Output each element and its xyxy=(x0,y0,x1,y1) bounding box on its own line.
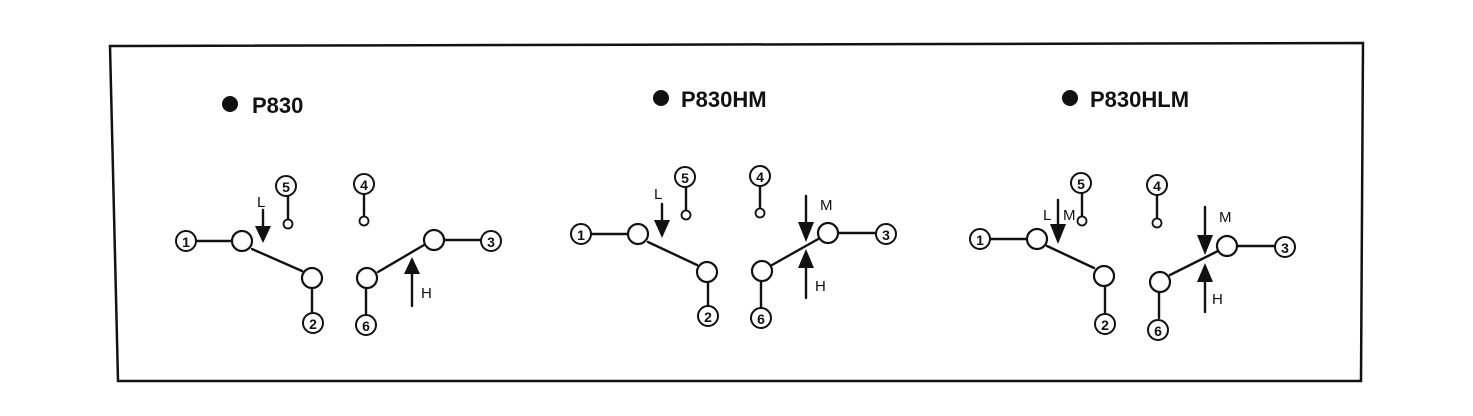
contact-node xyxy=(1148,270,1172,294)
panel-p830: P830 1 2 3 4 xyxy=(175,93,502,336)
terminal-5: 5 xyxy=(674,166,696,188)
contact-node xyxy=(230,229,254,253)
svg-text:6: 6 xyxy=(1154,323,1162,339)
arrow-m: M xyxy=(798,194,833,242)
svg-text:L: L xyxy=(654,186,662,203)
switch-arm xyxy=(1168,249,1220,277)
svg-text:1: 1 xyxy=(976,232,984,248)
svg-text:6: 6 xyxy=(757,311,765,327)
panel-title: P830HM xyxy=(681,87,767,112)
svg-text:2: 2 xyxy=(309,316,317,332)
arrow-h: H xyxy=(404,257,432,308)
arrow-lm: L M xyxy=(1043,198,1076,244)
switch-arm xyxy=(376,243,426,274)
arrow-m: M xyxy=(1197,205,1232,255)
switch-arm xyxy=(646,240,699,267)
terminal-3: 3 xyxy=(480,230,502,252)
svg-text:H: H xyxy=(421,285,432,302)
svg-text:1: 1 xyxy=(577,227,585,243)
svg-text:M: M xyxy=(820,197,833,214)
svg-text:5: 5 xyxy=(282,179,290,195)
terminal-3: 3 xyxy=(875,223,897,245)
terminal-2: 2 xyxy=(697,305,719,327)
contact-node xyxy=(422,228,446,252)
pin xyxy=(282,218,294,230)
panel-title: P830 xyxy=(252,93,303,118)
svg-text:H: H xyxy=(815,278,826,295)
terminal-1: 1 xyxy=(969,228,991,250)
arrow-h: H xyxy=(798,249,826,300)
terminal-6: 6 xyxy=(355,314,377,336)
svg-text:M: M xyxy=(1063,207,1076,224)
terminal-2: 2 xyxy=(302,312,324,334)
contact-node xyxy=(1092,264,1116,288)
svg-text:3: 3 xyxy=(487,234,495,250)
svg-text:4: 4 xyxy=(360,177,368,193)
title-bullet xyxy=(222,96,238,112)
contact-node xyxy=(626,222,650,246)
terminal-5: 5 xyxy=(275,175,297,197)
svg-text:5: 5 xyxy=(681,170,689,186)
svg-text:H: H xyxy=(1212,291,1223,308)
panel-title: P830HLM xyxy=(1090,87,1189,112)
switch-arm xyxy=(250,247,304,273)
terminal-1: 1 xyxy=(175,230,197,252)
contact-node xyxy=(355,266,379,290)
pin xyxy=(754,207,766,219)
contact-node xyxy=(1215,234,1239,258)
pin xyxy=(1076,215,1088,227)
terminal-1: 1 xyxy=(570,223,592,245)
arrow-h: H xyxy=(1197,263,1223,314)
svg-text:M: M xyxy=(1219,209,1232,226)
pin xyxy=(1151,217,1163,229)
contact-node xyxy=(300,266,324,290)
terminal-3: 3 xyxy=(1274,236,1296,258)
switch-arm xyxy=(770,236,822,267)
svg-text:3: 3 xyxy=(1281,240,1289,256)
title-bullet xyxy=(1062,90,1078,106)
terminal-5: 5 xyxy=(1070,172,1092,194)
panel-p830hlm: P830HLM 1 2 3 4 xyxy=(969,87,1296,341)
terminal-4: 4 xyxy=(1146,174,1168,196)
terminal-2: 2 xyxy=(1094,313,1116,335)
svg-text:6: 6 xyxy=(362,318,370,334)
arrow-l: L xyxy=(255,194,271,243)
terminal-4: 4 xyxy=(749,165,771,187)
svg-text:2: 2 xyxy=(704,309,712,325)
arrow-l: L xyxy=(654,186,670,238)
contact-node xyxy=(750,259,774,283)
contact-node xyxy=(1025,227,1049,251)
svg-text:4: 4 xyxy=(1153,178,1161,194)
pin xyxy=(358,215,370,227)
panel-p830hm: P830HM 1 2 3 4 5 xyxy=(570,87,897,329)
svg-text:4: 4 xyxy=(756,169,764,185)
switch-arm xyxy=(1045,244,1096,270)
svg-text:L: L xyxy=(1043,207,1051,224)
contact-node xyxy=(816,221,840,245)
terminal-4: 4 xyxy=(353,173,375,195)
diagram-frame xyxy=(108,41,1365,383)
terminal-6: 6 xyxy=(750,307,772,329)
pin xyxy=(680,209,692,221)
contact-node xyxy=(695,260,719,284)
svg-text:5: 5 xyxy=(1077,176,1085,192)
svg-text:1: 1 xyxy=(182,234,190,250)
svg-text:3: 3 xyxy=(882,227,890,243)
svg-text:2: 2 xyxy=(1101,317,1109,333)
svg-text:L: L xyxy=(257,194,265,211)
terminal-6: 6 xyxy=(1147,319,1169,341)
title-bullet xyxy=(653,90,669,106)
